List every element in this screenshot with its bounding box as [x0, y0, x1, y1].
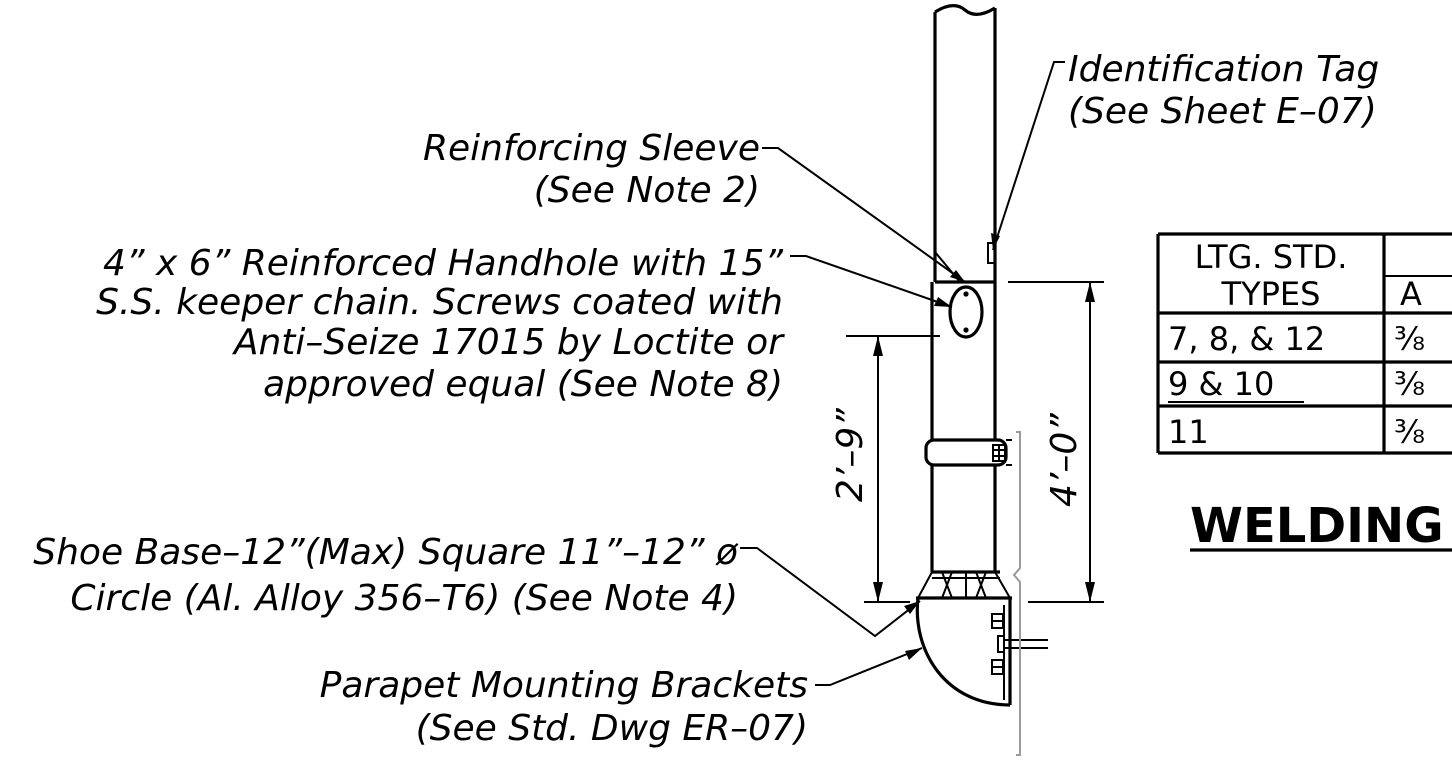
table-row-a: ⅜ [1394, 413, 1425, 451]
callout-shoe-base: Shoe Base–12”(Max) Square 11”–12” ø Circ… [33, 532, 739, 619]
dimension-short [846, 335, 940, 603]
identification-tag-line2: (See Sheet E–07) [1068, 91, 1377, 132]
pole-break-line [934, 4, 996, 16]
table-header-line1: LTG. STD. [1195, 238, 1348, 276]
handhole-line2: S.S. keeper chain. Screws coated with [96, 282, 783, 323]
table-row: 9 & 10 ⅜ [1168, 365, 1425, 403]
identification-tag [987, 242, 996, 264]
callout-identification-tag: Identification Tag (See Sheet E–07) [1068, 49, 1379, 132]
lighting-standard-table: LTG. STD. TYPES A 7, 8, & 12 ⅜ 9 & 10 ⅜ … [1156, 232, 1452, 455]
dimension-tall-label: 4’–0” [1044, 413, 1085, 507]
dimension-tall [1008, 281, 1104, 603]
table-row: 11 ⅜ [1168, 413, 1425, 451]
parapet-brackets-line1: Parapet Mounting Brackets [320, 665, 808, 706]
shoe-base-line2: Circle (Al. Alloy 356–T6) (See Note 4) [70, 578, 738, 619]
table-row-types: 7, 8, & 12 [1168, 320, 1325, 358]
parapet-brackets-line2: (See Std. Dwg ER–07) [416, 708, 808, 749]
reinforcing-sleeve-line2: (See Note 2) [534, 170, 760, 211]
handhole-line4: approved equal (See Note 8) [263, 364, 783, 405]
callout-reinforcing-sleeve: Reinforcing Sleeve (See Note 2) [423, 128, 760, 211]
reinforcing-sleeve [930, 280, 997, 572]
table-row: 7, 8, & 12 ⅜ [1168, 320, 1425, 358]
parapet-mounting-bracket [915, 597, 1048, 707]
pole-shaft [933, 4, 997, 283]
handhole-line1: 4” x 6” Reinforced Handhole with 15” [103, 243, 783, 284]
table-row-a: ⅜ [1394, 365, 1425, 403]
table-row-a: ⅜ [1394, 320, 1425, 358]
dimension-short-label: 2’–9” [830, 408, 871, 502]
handhole-line3: Anti–Seize 17015 by Loctite or [232, 322, 785, 363]
clamp-band [924, 438, 1012, 467]
table-row-types: 11 [1168, 413, 1209, 451]
callout-parapet-brackets: Parapet Mounting Brackets (See Std. Dwg … [320, 665, 808, 749]
reinforcing-sleeve-line1: Reinforcing Sleeve [423, 128, 760, 169]
parapet-wall-outline [1012, 431, 1021, 756]
shoe-base [916, 570, 1012, 600]
table-header-line2: TYPES [1221, 275, 1321, 313]
identification-tag-line1: Identification Tag [1068, 49, 1379, 90]
section-title: WELDING [1190, 498, 1444, 554]
shoe-base-line1: Shoe Base–12”(Max) Square 11”–12” ø [33, 532, 739, 573]
handhole [948, 285, 984, 339]
leader-lines [740, 61, 1065, 686]
callout-handhole: 4” x 6” Reinforced Handhole with 15” S.S… [96, 243, 785, 405]
table-header-col-a: A [1400, 275, 1422, 313]
table-row-types: 9 & 10 [1168, 365, 1274, 403]
